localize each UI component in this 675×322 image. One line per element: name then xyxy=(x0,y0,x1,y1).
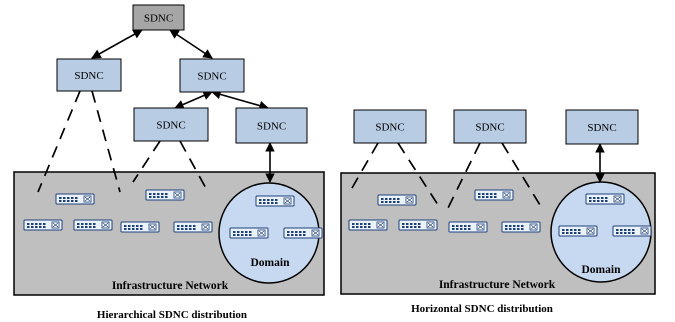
domain-label: Domain xyxy=(582,264,622,276)
switch-icon xyxy=(398,219,438,231)
hierarchy-arrow xyxy=(169,29,213,59)
sdnc-node: SDNC xyxy=(133,107,209,142)
switch-icon xyxy=(501,221,541,233)
dashed-link xyxy=(501,142,541,206)
sdnc-label: SDNC xyxy=(156,120,185,132)
dashed-link xyxy=(351,142,379,189)
switch-icon xyxy=(255,195,295,207)
sdnc-label: SDNC xyxy=(375,122,404,134)
horizontal-caption: Horizontal SDNC distribution xyxy=(411,303,553,315)
infrastructure-network-label: Infrastructure Network xyxy=(112,280,229,292)
switch-icon xyxy=(377,194,417,206)
sdnc-node: SDNC xyxy=(353,109,427,144)
hierarchy-arrow xyxy=(91,29,143,59)
hierarchical-caption: Hierarchical SDNC distribution xyxy=(97,309,247,321)
switch-icon xyxy=(585,193,625,205)
switch-icon xyxy=(173,221,213,233)
infrastructure-network-label: Infrastructure Network xyxy=(439,279,556,291)
sdnc-node: SDNC xyxy=(179,58,245,93)
dashed-link xyxy=(179,140,209,193)
switch-icon xyxy=(558,225,598,237)
sdnc-node: SDNC xyxy=(235,107,308,144)
sdnc-node: SDNC xyxy=(565,109,639,145)
switch-icon xyxy=(448,221,488,233)
dashed-link xyxy=(132,140,161,183)
sdnc-label: SDNC xyxy=(475,122,504,134)
dashed-link xyxy=(447,142,481,209)
switch-icon xyxy=(612,225,652,237)
dashed-link xyxy=(37,90,81,193)
switch-icon xyxy=(348,219,388,231)
hierarchy-arrow xyxy=(174,91,213,109)
switch-icon xyxy=(120,221,160,233)
switch-icon xyxy=(73,219,113,231)
sdnc-node: SDNC xyxy=(453,109,527,144)
dashed-link xyxy=(397,142,441,209)
hierarchy-arrow xyxy=(211,89,269,111)
sdnc-node: SDNC xyxy=(56,58,122,92)
sdnc-label: SDNC xyxy=(197,71,226,83)
switch-icon xyxy=(23,219,63,231)
horizontal-panel: SDNC SDNC SDNC Domain Infrastructure Net… xyxy=(340,109,656,315)
sdnc-label: SDNC xyxy=(144,13,173,25)
sdnc-label: SDNC xyxy=(74,70,103,82)
hierarchical-panel: SDNC SDNC SDNC SDNC SDNC Domain Infrastr… xyxy=(13,4,325,321)
domain-label: Domain xyxy=(251,257,291,269)
switch-icon xyxy=(145,189,185,201)
switch-icon xyxy=(474,189,514,201)
switch-icon xyxy=(55,193,95,205)
sdnc-label: SDNC xyxy=(587,122,616,134)
sdnc-label: SDNC xyxy=(257,121,286,133)
dashed-link xyxy=(91,90,121,193)
switch-icon xyxy=(229,227,269,239)
sdnc-root-node: SDNC xyxy=(132,4,185,31)
switch-icon xyxy=(283,227,323,239)
